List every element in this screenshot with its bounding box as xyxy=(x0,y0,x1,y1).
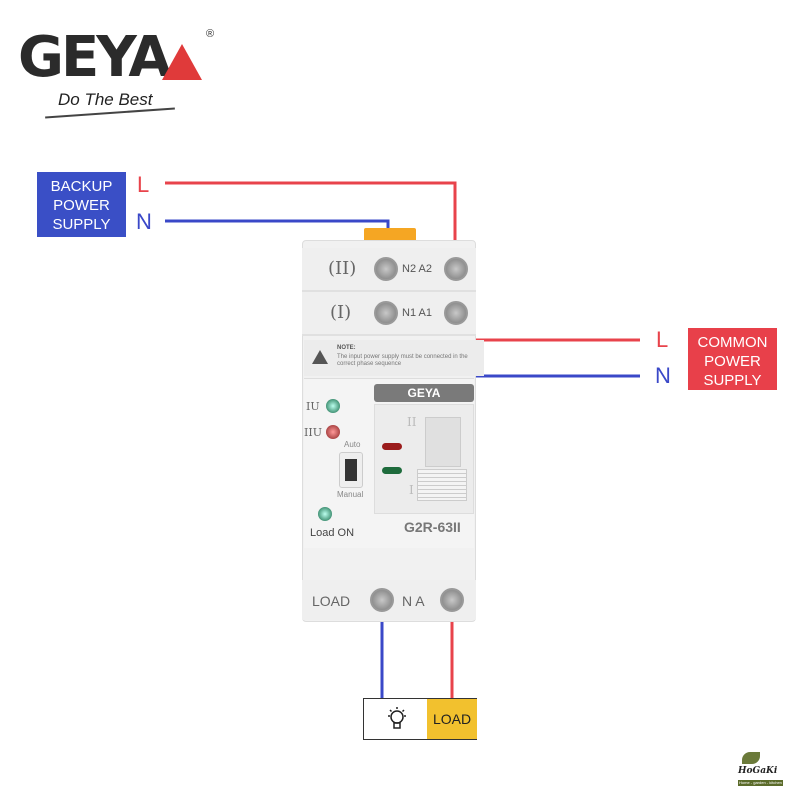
handle-slot xyxy=(425,417,461,467)
label-line: COMMON xyxy=(697,334,768,351)
watermark-name: HoGaKi xyxy=(738,766,778,776)
indicator-ii-led xyxy=(326,425,340,439)
brand-slogan: Do The Best xyxy=(58,90,153,109)
backup-n-label: N xyxy=(136,209,152,234)
row-i-terminals: N1 A1 xyxy=(402,307,432,319)
warning-icon xyxy=(312,350,328,364)
front-panel: GEYA IU IIU Auto Manual Load ON II I G2R… xyxy=(304,378,474,548)
terminal-a2[interactable] xyxy=(444,257,468,281)
terminal-n1[interactable] xyxy=(374,301,398,325)
common-live-wire xyxy=(456,312,640,342)
label-line: POWER xyxy=(704,353,761,370)
load-label: LOAD xyxy=(427,699,477,739)
watermark-leaf-icon xyxy=(742,752,760,764)
label-line: SUPPLY xyxy=(703,372,762,389)
load-output-label: LOAD xyxy=(312,593,351,609)
backup-power-supply-label: BACKUP POWER SUPPLY xyxy=(37,172,126,237)
load-on-led xyxy=(318,507,332,521)
load-terminals-label: N A xyxy=(402,593,425,609)
label-line: POWER xyxy=(53,197,110,214)
load-box: LOAD xyxy=(363,698,477,740)
terminal-n2[interactable] xyxy=(374,257,398,281)
row-i-label: (I) xyxy=(330,302,352,323)
indicator-ii-label: IIU xyxy=(304,426,322,439)
model-number: G2R-63II xyxy=(404,519,461,535)
terminal-a-out[interactable] xyxy=(440,588,464,612)
common-power-supply-label: COMMON POWER SUPPLY xyxy=(688,328,777,390)
switch-lever[interactable] xyxy=(345,459,357,481)
input-ii-section: (II) N2 A2 xyxy=(302,248,476,292)
note-title: NOTE: xyxy=(337,345,356,351)
position-ii-label: II xyxy=(407,415,417,429)
backup-l-label: L xyxy=(137,172,150,197)
common-n-label: N xyxy=(655,363,671,388)
note-text: The input power supply must be connected… xyxy=(337,354,468,367)
transfer-handle[interactable] xyxy=(417,469,467,501)
brand-logo: GEYA xyxy=(18,30,172,86)
row-ii-terminals: N2 A2 xyxy=(402,263,432,275)
input-i-section: (I) N1 A1 xyxy=(302,292,476,336)
position-i-label: I xyxy=(409,483,414,497)
switch-manual-label: Manual xyxy=(337,490,364,499)
status-green-led xyxy=(382,467,402,474)
registered-mark: ® xyxy=(206,28,215,40)
indicator-i-led xyxy=(326,399,340,413)
brand-name: GEYA xyxy=(18,25,172,90)
row-ii-label: (II) xyxy=(328,258,357,279)
panel-brand: GEYA xyxy=(374,384,474,402)
indicator-i-label: IU xyxy=(306,400,320,413)
load-output-section: LOAD N A xyxy=(302,580,476,620)
watermark-tagline: Home - garden - kitchen xyxy=(738,780,783,786)
label-line: SUPPLY xyxy=(52,216,111,233)
switch-auto-label: Auto xyxy=(344,440,361,449)
terminal-n-out[interactable] xyxy=(370,588,394,612)
common-l-label: L xyxy=(656,327,669,352)
terminal-a1[interactable] xyxy=(444,301,468,325)
handle-window: II I xyxy=(374,404,474,514)
warning-note: NOTE: The input power supply must be con… xyxy=(304,340,484,376)
lightbulb-icon xyxy=(388,707,406,729)
logo-red-triangle xyxy=(162,44,202,80)
status-red-led xyxy=(382,443,402,450)
backup-live-wire xyxy=(165,181,457,268)
auto-manual-switch[interactable] xyxy=(339,452,363,488)
label-line: BACKUP xyxy=(50,178,113,195)
load-on-label: Load ON xyxy=(310,527,355,539)
